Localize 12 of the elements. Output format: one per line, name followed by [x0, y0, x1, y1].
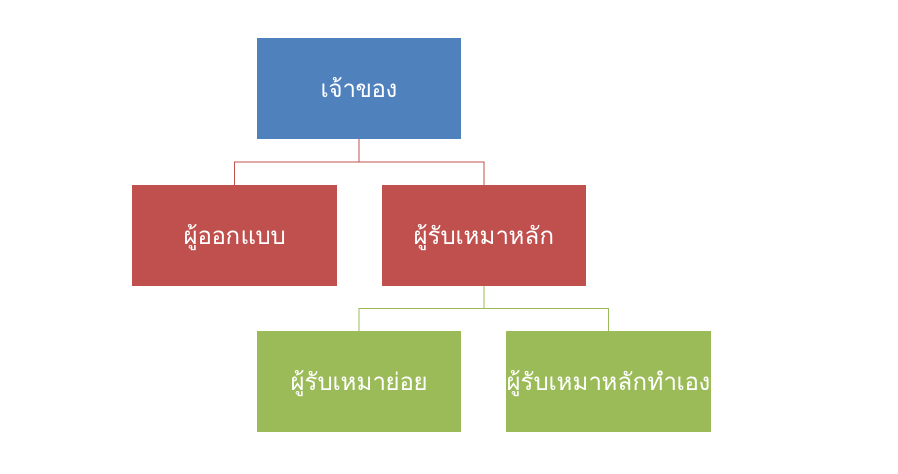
box-label: ผู้รับเหมาหลัก	[414, 223, 554, 252]
org-box	[132, 185, 337, 286]
org-box	[382, 185, 586, 286]
org-box	[257, 38, 461, 139]
box-label: ผู้ออกแบบ	[184, 223, 286, 252]
connector-line	[484, 286, 609, 332]
connector-line	[358, 138, 484, 186]
box-label: ผู้รับเหมาย่อย	[290, 369, 428, 398]
box-label: ผู้รับเหมาหลักทำเอง	[506, 369, 710, 398]
org-box	[257, 331, 461, 432]
box-label: เจ้าของ	[320, 76, 398, 105]
org-box	[506, 331, 711, 432]
